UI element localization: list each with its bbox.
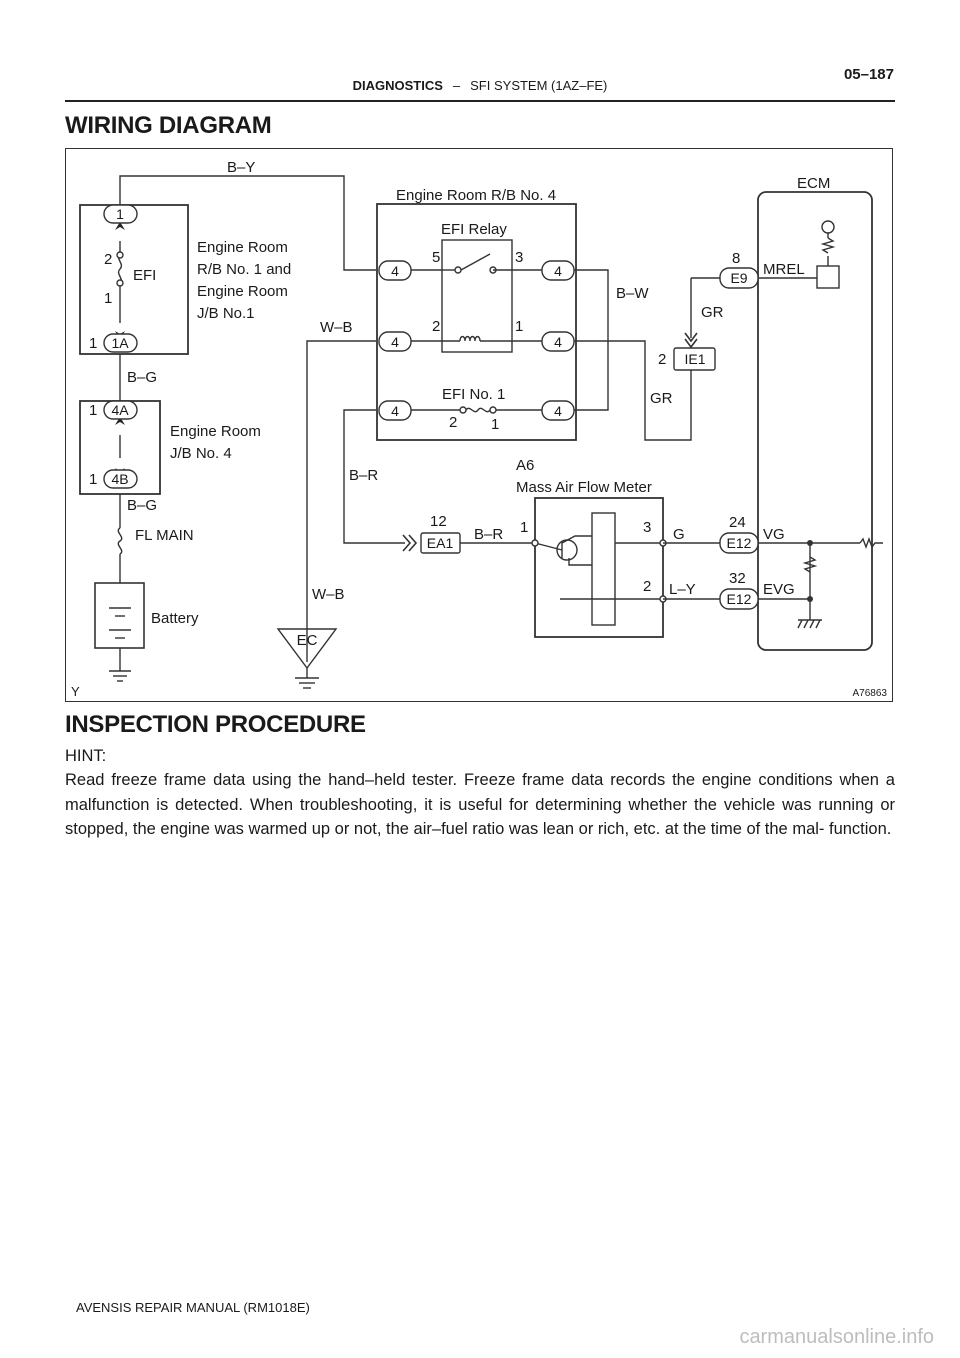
pin-e12-24: 24 <box>729 514 746 531</box>
jb4-label-2: J/B No. 4 <box>170 445 232 462</box>
conn-e12-a: E12 <box>727 535 752 551</box>
pin-efino1-1: 1 <box>491 416 499 433</box>
jb4-label-1: Engine Room <box>170 423 261 440</box>
header-separator: – <box>452 78 461 93</box>
wire-label-g: G <box>673 526 685 543</box>
wire-label-wb1: W–B <box>320 319 353 336</box>
rb4-box <box>376 203 577 441</box>
ground-ec-label: EC <box>297 632 318 649</box>
wire-wb <box>306 340 376 662</box>
efi-relay-label: EFI Relay <box>441 221 507 238</box>
conn-1: 1 <box>116 206 124 222</box>
ecm-label: ECM <box>797 175 830 192</box>
wire-label-gr1: GR <box>701 304 724 321</box>
watermark: carmanualsonline.info <box>739 1326 934 1348</box>
efi-no1-label: EFI No. 1 <box>442 386 505 403</box>
rb1-label-4: J/B No.1 <box>197 305 255 322</box>
pin-4a-1: 1 <box>89 402 97 419</box>
conn-4-l3: 4 <box>391 403 399 419</box>
maf-code: A6 <box>516 457 534 474</box>
pin-relay-3: 3 <box>515 249 523 266</box>
conn-ea1: EA1 <box>427 535 454 551</box>
relay-switch <box>460 253 491 271</box>
conn-4-l1: 4 <box>391 263 399 279</box>
conn-e12-b: E12 <box>727 591 752 607</box>
wire-label-bw: B–W <box>616 285 649 302</box>
fl-main-label: FL MAIN <box>135 527 194 544</box>
pin-relay-2: 2 <box>432 318 440 335</box>
wire-label-by: B–Y <box>227 159 255 176</box>
pin-relay-1: 1 <box>515 318 523 335</box>
wire-by <box>119 175 376 271</box>
pin-ea1-12: 12 <box>430 513 447 530</box>
wiring-diagram-title: WIRING DIAGRAM <box>65 112 272 139</box>
wire-label-wb2: W–B <box>312 586 345 603</box>
wire-label-br2: B–R <box>474 526 503 543</box>
wire-label-ly: L–Y <box>669 581 696 598</box>
inspection-procedure-title: INSPECTION PROCEDURE <box>65 711 366 738</box>
pin-maf-2: 2 <box>643 578 651 595</box>
efi-no1-fuse-symbol <box>465 407 491 413</box>
wire-br <box>343 409 405 544</box>
ground-ec <box>276 628 338 670</box>
conn-4-l2: 4 <box>391 334 399 350</box>
rb4-label: Engine Room R/B No. 4 <box>396 187 556 204</box>
conn-4a: 4A <box>111 402 129 418</box>
rb1-box <box>79 204 189 355</box>
conn-4-r3: 4 <box>554 403 562 419</box>
wire-label-bg1: B–G <box>127 369 157 386</box>
pin-1a-1: 1 <box>89 335 97 352</box>
efi-relay-box <box>441 239 513 353</box>
rb1-label-1: Engine Room <box>197 239 288 256</box>
conn-4b: 4B <box>111 471 128 487</box>
wire-label-br1: B–R <box>349 467 378 484</box>
hint-label: HINT: <box>65 747 107 765</box>
page-number: 05–187 <box>843 66 894 83</box>
pin-4b-1: 1 <box>89 471 97 488</box>
pin-e12-32: 32 <box>729 570 746 587</box>
header-rule <box>65 100 895 102</box>
pin-relay-5: 5 <box>432 249 440 266</box>
header-section: DIAGNOSTICS <box>352 78 443 93</box>
terminal-mrel: MREL <box>763 261 805 278</box>
maf-box <box>534 497 664 638</box>
rb1-label-2: R/B No. 1 and <box>197 261 291 278</box>
wire-label-gr2: GR <box>650 390 673 407</box>
hint-text: Read freeze frame data using the hand–he… <box>65 771 895 838</box>
manual-footer: AVENSIS REPAIR MANUAL (RM1018E) <box>76 1300 310 1315</box>
fl-main-symbol <box>117 527 123 555</box>
pin-maf-1: 1 <box>520 519 528 536</box>
conn-4-r2: 4 <box>554 334 562 350</box>
header-subsection: SFI SYSTEM (1AZ–FE) <box>470 78 608 93</box>
pin-efi-2: 2 <box>104 251 112 268</box>
figure-id: A76863 <box>853 688 888 699</box>
rb1-label-3: Engine Room <box>197 283 288 300</box>
conn-e9: E9 <box>730 270 747 286</box>
terminal-vg: VG <box>763 526 785 543</box>
pin-efi-1: 1 <box>104 290 112 307</box>
corner-mark: Y <box>71 684 80 699</box>
wiring-diagram: 1 1A 4A 4B 4 4 4 4 4 4 E9 IE1 EA1 E12 E1… <box>71 159 888 699</box>
pin-maf-3: 3 <box>643 519 651 536</box>
battery-label: Battery <box>151 610 199 627</box>
diagram-frame <box>65 148 893 702</box>
conn-ie1: IE1 <box>684 351 705 367</box>
ecm-box <box>757 191 873 651</box>
wire-label-bg2: B–G <box>127 497 157 514</box>
wire-gr <box>565 340 692 441</box>
page-header: DIAGNOSTICS–SFI SYSTEM (1AZ–FE) <box>65 78 895 93</box>
maf-name: Mass Air Flow Meter <box>516 479 652 496</box>
pin-e9-8: 8 <box>732 250 740 267</box>
pin-efino1-2: 2 <box>449 414 457 431</box>
relay-coil <box>459 335 481 342</box>
conn-1a: 1A <box>111 335 129 351</box>
pin-ie1-2: 2 <box>658 351 666 368</box>
wire-bw <box>565 269 609 411</box>
terminal-evg: EVG <box>763 581 795 598</box>
conn-4-r1: 4 <box>554 263 562 279</box>
efi-fuse-label: EFI <box>133 267 156 284</box>
